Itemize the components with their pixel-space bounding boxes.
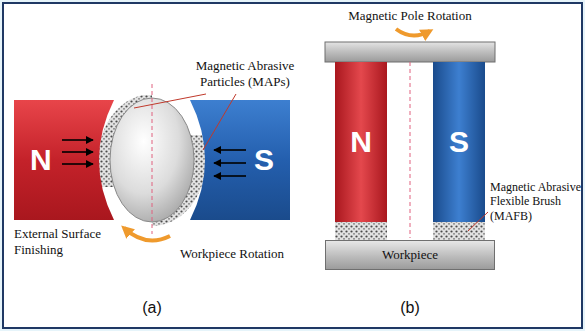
- subfigure-label: (b): [386, 298, 434, 317]
- subfigure-label: (a): [128, 298, 176, 317]
- abrasive-brush: [335, 222, 387, 240]
- north-pole-magnet: N: [335, 62, 387, 222]
- center-axis: [410, 62, 411, 238]
- magnet-outline: [14, 100, 114, 220]
- pole-letter: N: [30, 143, 52, 177]
- south-pole-magnet: S: [190, 100, 290, 220]
- abrasive-brush: [433, 222, 485, 240]
- part-label: Workpiece: [382, 247, 438, 263]
- flat-workpiece: Workpiece: [325, 240, 495, 270]
- force-arrows: [62, 140, 246, 176]
- magnet-outline: [190, 100, 290, 220]
- callout-label: Magnetic Abrasive Particles (MAPs): [185, 58, 305, 89]
- rotation-arrow: [396, 29, 430, 36]
- pole-holder-plate: [325, 42, 495, 62]
- leader-lines: [134, 94, 488, 231]
- callout-label: External Surface Finishing: [14, 226, 114, 257]
- south-pole-magnet: S: [433, 62, 485, 222]
- callout-label: Workpiece Rotation: [180, 246, 310, 262]
- callout-label: Magnetic Pole Rotation: [318, 8, 502, 24]
- pole-letter: S: [449, 125, 469, 159]
- rotation-arrow: [124, 228, 170, 241]
- north-pole-magnet: N: [14, 100, 114, 220]
- pole-letter: N: [350, 125, 372, 159]
- center-axis: [152, 84, 153, 234]
- panel-frame: [3, 3, 582, 328]
- pole-letter: S: [254, 143, 274, 177]
- callout-label: Magnetic Abrasive Flexible Brush (MAFB): [490, 180, 582, 223]
